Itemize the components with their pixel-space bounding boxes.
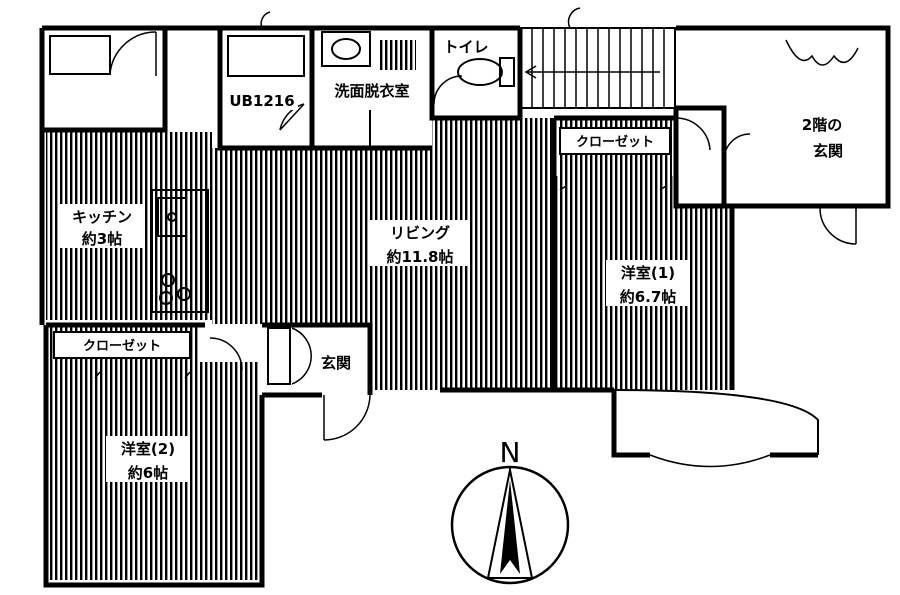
- western2-size: 約6帖: [128, 464, 168, 482]
- entrance2f-label-line2: 玄関: [813, 142, 843, 160]
- bath-label: UB1216: [229, 92, 294, 110]
- living-floor-lower: [370, 320, 440, 390]
- kitchen-sink: [157, 197, 187, 237]
- stove-burner: [161, 273, 175, 287]
- closet2-label-box: [53, 331, 191, 359]
- toilet-label: トイレ: [443, 38, 488, 56]
- kitchen-label: キッチン: [72, 208, 132, 226]
- closet1-label-box: [559, 127, 671, 155]
- entrance2f-label-line1: 2階の: [802, 116, 842, 134]
- washroom-mat: [380, 40, 416, 70]
- western1-label: 洋室(1): [621, 264, 675, 282]
- washroom-label: 洗面脱衣室: [334, 82, 409, 100]
- compass: N: [450, 436, 570, 585]
- washbasin: [321, 31, 371, 67]
- kitchen-size: 約3帖: [82, 230, 122, 248]
- walls: [39, 25, 891, 588]
- western2-label: 洋室(2): [121, 440, 175, 458]
- western1-floor-top: [556, 176, 676, 206]
- bathtub: [227, 35, 305, 77]
- living-size: 約11.8帖: [386, 248, 453, 266]
- fixtures: [49, 31, 515, 385]
- compass-north-label: N: [500, 436, 521, 469]
- kitchen-counter: [151, 189, 209, 313]
- closet1-label: クローゼット: [576, 134, 654, 150]
- stairs: [519, 27, 676, 109]
- fridge-space: [49, 35, 111, 75]
- western1-size: 約6.7帖: [620, 288, 677, 306]
- entrance-label: 玄関: [321, 354, 351, 372]
- flooring: [46, 40, 732, 580]
- toilet-bowl: [457, 58, 503, 86]
- closet2-label: クローゼット: [83, 338, 161, 354]
- stove-grid: [60, 282, 88, 306]
- doors: [94, 7, 859, 468]
- living-label: リビング: [390, 224, 450, 242]
